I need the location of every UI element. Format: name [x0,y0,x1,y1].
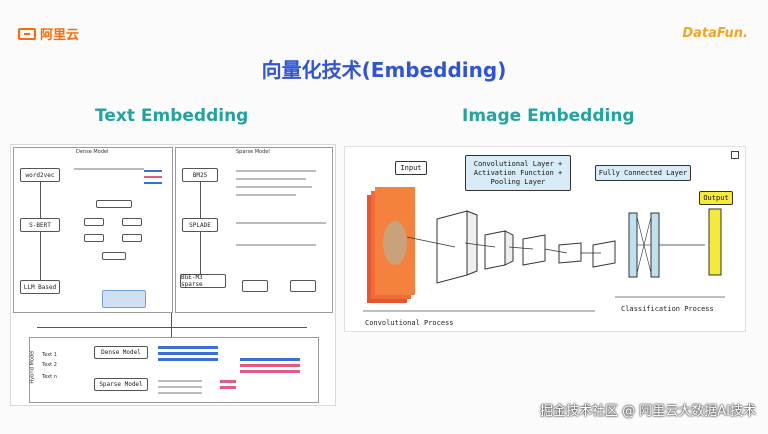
connector-line [37,327,307,328]
arrow [200,232,201,274]
bge-m3-sparse-box: BGE-M3 sparse [180,274,226,288]
vector-bar [240,364,300,367]
aliyun-logo-text: 阿里云 [40,28,80,43]
hybrid-input-2: Text 2 [42,362,57,368]
sbert-box: S-BERT [20,218,60,232]
vector-bar [240,370,300,373]
word2vec-box: word2vec [20,168,60,182]
vector-bar [144,176,162,178]
page-title: 向量化技术(Embedding) [261,58,507,82]
cnn-graphic [363,187,725,312]
hybrid-sparse-box: Sparse Model [94,378,148,391]
llm-block [102,290,146,308]
datafun-logo: DataFun. [682,26,748,41]
hybrid-model-panel: Hybrid Model Text 1 Text 2 Text n Dense … [29,337,319,403]
diagram-line [236,186,312,188]
diagram-node [84,218,104,226]
conv-process-label: Convolutional Process [365,319,454,327]
diagram-node [290,280,316,292]
hybrid-input-n: Text n [42,374,57,380]
hybrid-input-1: Text 1 [42,352,57,358]
fc-layer [628,212,638,278]
conv-layer-label-box: Convolutional Layer + Activation Functio… [465,155,571,191]
vector-bar [220,380,236,383]
diagram-node [242,280,268,292]
aliyun-logo-icon [18,27,36,40]
output-label-box: Output [699,191,733,205]
arrow [40,232,41,280]
hybrid-model-label: Hybrid Model [29,350,36,384]
dense-model-panel: Dense Model word2vec S-BERT LLM Based [13,147,173,313]
hybrid-dense-box: Dense Model [94,346,148,359]
diagram-node [122,234,142,242]
diagram-node [102,252,126,260]
diagram-line [158,392,202,394]
vector-bar [158,352,218,355]
dog-photo [383,221,407,265]
sparse-model-panel: Sparse Model BM25 SPLADE BGE-M3 sparse [175,147,333,313]
vector-bar [144,182,162,184]
conv-block [592,240,616,268]
connection-line [406,236,456,248]
conv-block [484,230,506,270]
diagram-line [236,178,306,180]
connection-line [508,246,534,250]
connection-line [544,248,568,254]
aliyun-logo: 阿里云 [18,24,79,43]
dense-model-label: Dense Model [76,149,109,155]
fc-layer [650,212,660,278]
classification-process-label: Classification Process [621,305,714,313]
input-label-box: Input [395,161,427,175]
vector-bar [158,346,218,349]
diagram-line [236,170,316,172]
vector-bar [158,358,218,361]
conv-block [436,210,468,284]
conv-block [558,242,582,264]
diagram-line [158,380,202,382]
vector-bar [220,386,236,389]
arrow [200,182,201,218]
conv-block [504,230,514,266]
diagram-line [236,244,316,246]
diagram-line [74,168,144,170]
vector-bar [144,170,162,172]
diagram-line [236,222,326,224]
sparse-model-label: Sparse Model [236,149,270,155]
connection-line [464,242,496,248]
diagram-line [158,386,202,388]
connector-line [171,313,172,337]
splade-box: SPLADE [182,218,218,232]
diagram-node [84,234,104,242]
bm25-box: BM25 [182,168,218,182]
text-embedding-diagram: Dense Model word2vec S-BERT LLM Based Sp… [10,144,336,406]
conv-block [466,210,478,276]
diagram-node [122,218,142,226]
diagram-line [236,194,296,196]
image-embedding-title: Image Embedding [462,106,635,126]
image-embedding-diagram: Input Convolutional Layer + Activation F… [344,146,746,332]
llm-based-box: LLM Based [20,280,60,294]
fc-layer-label-box: Fully Connected Layer [595,165,691,181]
text-embedding-title: Text Embedding [95,106,249,126]
diagram-node [96,200,132,208]
watermark: 掘金技术社区 @ 阿里云大数据AI技术 [540,404,756,419]
vector-bar [240,358,300,361]
output-vector [708,208,722,276]
expand-icon [731,151,739,159]
conv-block [522,234,546,266]
arrow [40,182,41,218]
